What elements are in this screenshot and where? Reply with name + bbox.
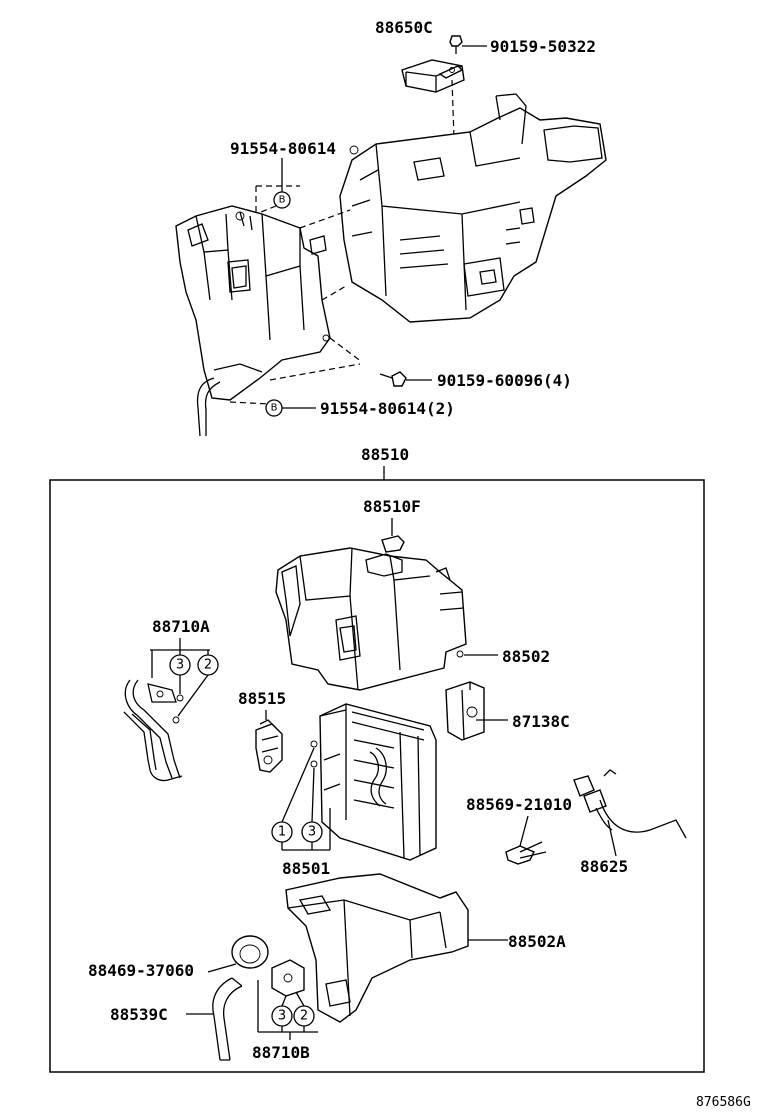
- marker-b-top: B: [273, 191, 291, 209]
- marker-3-88710a: 3: [169, 654, 191, 676]
- label-88710a: 88710A: [152, 617, 210, 636]
- marker-2-88710b-text: 2: [300, 1009, 308, 1024]
- label-88650c: 88650C: [375, 18, 433, 37]
- marker-b-bottom: B: [265, 399, 283, 417]
- evaporator-88501-part: [319, 703, 437, 861]
- marker-1-88501-text: 1: [278, 825, 286, 840]
- label-91554-80614-qty2: 91554-80614(2): [320, 399, 455, 418]
- connector-88510f-part: [381, 535, 405, 553]
- label-88510: 88510: [361, 445, 409, 464]
- label-88515: 88515: [238, 689, 286, 708]
- marker-2-88710b: 2: [293, 1005, 315, 1027]
- label-87138c: 87138C: [512, 712, 570, 731]
- servo-87138c-part: [445, 681, 485, 741]
- marker-3-88710a-text: 3: [176, 658, 184, 673]
- tube-88710a-part: [123, 679, 183, 782]
- bolt-90159-60096-part: [379, 371, 432, 387]
- marker-2-88710a-text: 2: [204, 658, 212, 673]
- grommet-88469-37060-part: [231, 935, 269, 969]
- marker-3-88710b-text: 3: [278, 1009, 286, 1024]
- marker-2-88710a: 2: [197, 654, 219, 676]
- screw-90159-50322-part: [449, 35, 487, 54]
- marker-3-88501: 3: [301, 821, 323, 843]
- label-88502: 88502: [502, 647, 550, 666]
- label-88510f: 88510F: [363, 497, 421, 516]
- figure-code: 876586G: [696, 1095, 751, 1110]
- marker-1-88501: 1: [271, 821, 293, 843]
- marker-3-88501-text: 3: [308, 825, 316, 840]
- label-88502a: 88502A: [508, 932, 566, 951]
- label-90159-50322: 90159-50322: [490, 37, 596, 56]
- amplifier-88650c-part: [401, 59, 465, 139]
- hose-88539c-part: [212, 977, 243, 1061]
- label-88569-21010: 88569-21010: [466, 795, 572, 814]
- marker-b-bottom-text: B: [271, 403, 278, 414]
- marker-3-88710b: 3: [271, 1005, 293, 1027]
- label-88710b: 88710B: [252, 1043, 310, 1062]
- label-88539c: 88539C: [110, 1005, 168, 1024]
- fitting-88710b-part: [271, 959, 305, 997]
- thermistor-88625-part: [573, 769, 687, 839]
- label-88625: 88625: [580, 857, 628, 876]
- hvac-unit-assembly: [339, 93, 607, 323]
- marker-b-top-text: B: [279, 195, 286, 206]
- expansion-valve-88515-part: [255, 719, 283, 773]
- assembly-88510-frame: [49, 479, 705, 1073]
- blower-unit-part: [175, 205, 331, 437]
- clip-88569-21010-part: [505, 841, 547, 865]
- label-90159-60096: 90159-60096(4): [437, 371, 572, 390]
- label-88501: 88501: [282, 859, 330, 878]
- upper-case-88502-part: [275, 547, 467, 691]
- label-91554-80614: 91554-80614: [230, 139, 336, 158]
- lower-case-88502a-part: [285, 873, 469, 1023]
- label-88469-37060: 88469-37060: [88, 961, 194, 980]
